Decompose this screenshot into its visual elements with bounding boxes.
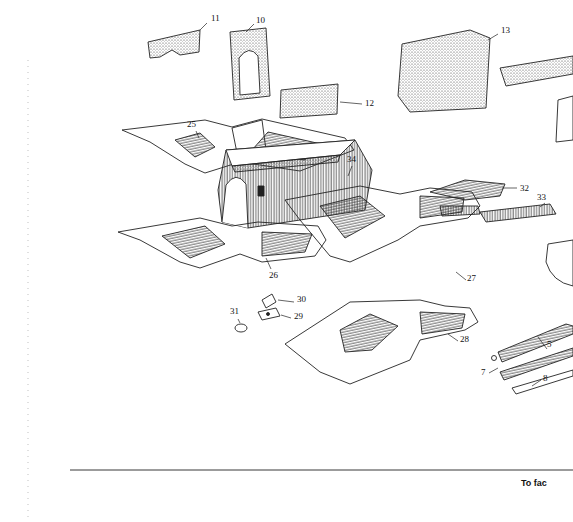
carpet-rib <box>440 206 480 216</box>
leader-lines <box>538 337 547 349</box>
leader-lines <box>196 23 547 386</box>
leader-lines <box>196 131 199 138</box>
leader-lines <box>540 203 545 207</box>
leader-lines <box>488 34 498 40</box>
tunnel-top <box>232 155 340 172</box>
leader-lines <box>200 23 207 30</box>
carpet-rib <box>262 232 312 256</box>
callout-number: 8 <box>542 373 549 383</box>
callout-number: 11 <box>210 13 221 23</box>
clip <box>262 294 276 308</box>
rear-carpet <box>285 300 478 384</box>
tunnel-hole <box>258 186 264 196</box>
callout-number: 30 <box>296 294 307 304</box>
callout-number: 7 <box>480 367 487 377</box>
callout-number: 32 <box>519 183 530 193</box>
leader-lines <box>532 380 541 386</box>
sill-strip <box>512 370 573 394</box>
tunnel-arch <box>222 177 248 228</box>
callout-number: 25 <box>186 119 197 129</box>
callout-number: 29 <box>293 311 304 321</box>
callout-number: 13 <box>500 25 511 35</box>
carpet-rib <box>320 196 385 238</box>
callout-number: 33 <box>536 192 547 202</box>
leader-lines <box>246 24 254 32</box>
partial-bowl <box>546 240 573 286</box>
parts <box>28 23 573 520</box>
callout-number: 34 <box>346 154 357 164</box>
callout-number: 12 <box>364 98 375 108</box>
callout-number: 31 <box>229 306 240 316</box>
leader-lines <box>456 272 466 280</box>
callout-number: 5 <box>546 339 553 349</box>
strip-end <box>492 356 497 361</box>
trim-panel <box>148 30 200 58</box>
margin-mark <box>28 60 29 520</box>
rule-line <box>70 470 573 471</box>
partial-part <box>556 96 573 142</box>
stud <box>235 324 247 332</box>
callout-number: 10 <box>255 15 266 25</box>
retainer-hole <box>267 313 270 316</box>
callout-number: 27 <box>466 273 477 283</box>
leader-lines <box>448 334 458 341</box>
leader-lines <box>266 258 271 269</box>
floor-carpet <box>285 186 480 262</box>
carpet-rib <box>175 133 215 157</box>
arch-panel <box>230 28 270 100</box>
leader-lines <box>348 166 352 176</box>
leader-lines <box>281 315 291 318</box>
carpet-rib <box>420 312 465 334</box>
leader-lines <box>502 188 517 189</box>
carpet-rib <box>162 226 225 258</box>
leader-lines <box>278 300 294 302</box>
callout-number: 26 <box>268 270 279 280</box>
page-note: To fac <box>520 478 548 488</box>
leader-lines <box>340 102 362 104</box>
retainer-plate <box>258 308 280 320</box>
sill-strip <box>500 348 573 380</box>
side-panel <box>280 84 338 118</box>
sill-mat <box>480 204 556 222</box>
bulkhead-panel <box>398 30 490 112</box>
leader-lines <box>238 319 240 323</box>
carpet-rib <box>340 314 398 352</box>
trim-strip <box>500 56 573 86</box>
rear-floor-carpet <box>118 218 326 268</box>
callout-number: 28 <box>459 334 470 344</box>
leader-lines <box>489 368 498 373</box>
